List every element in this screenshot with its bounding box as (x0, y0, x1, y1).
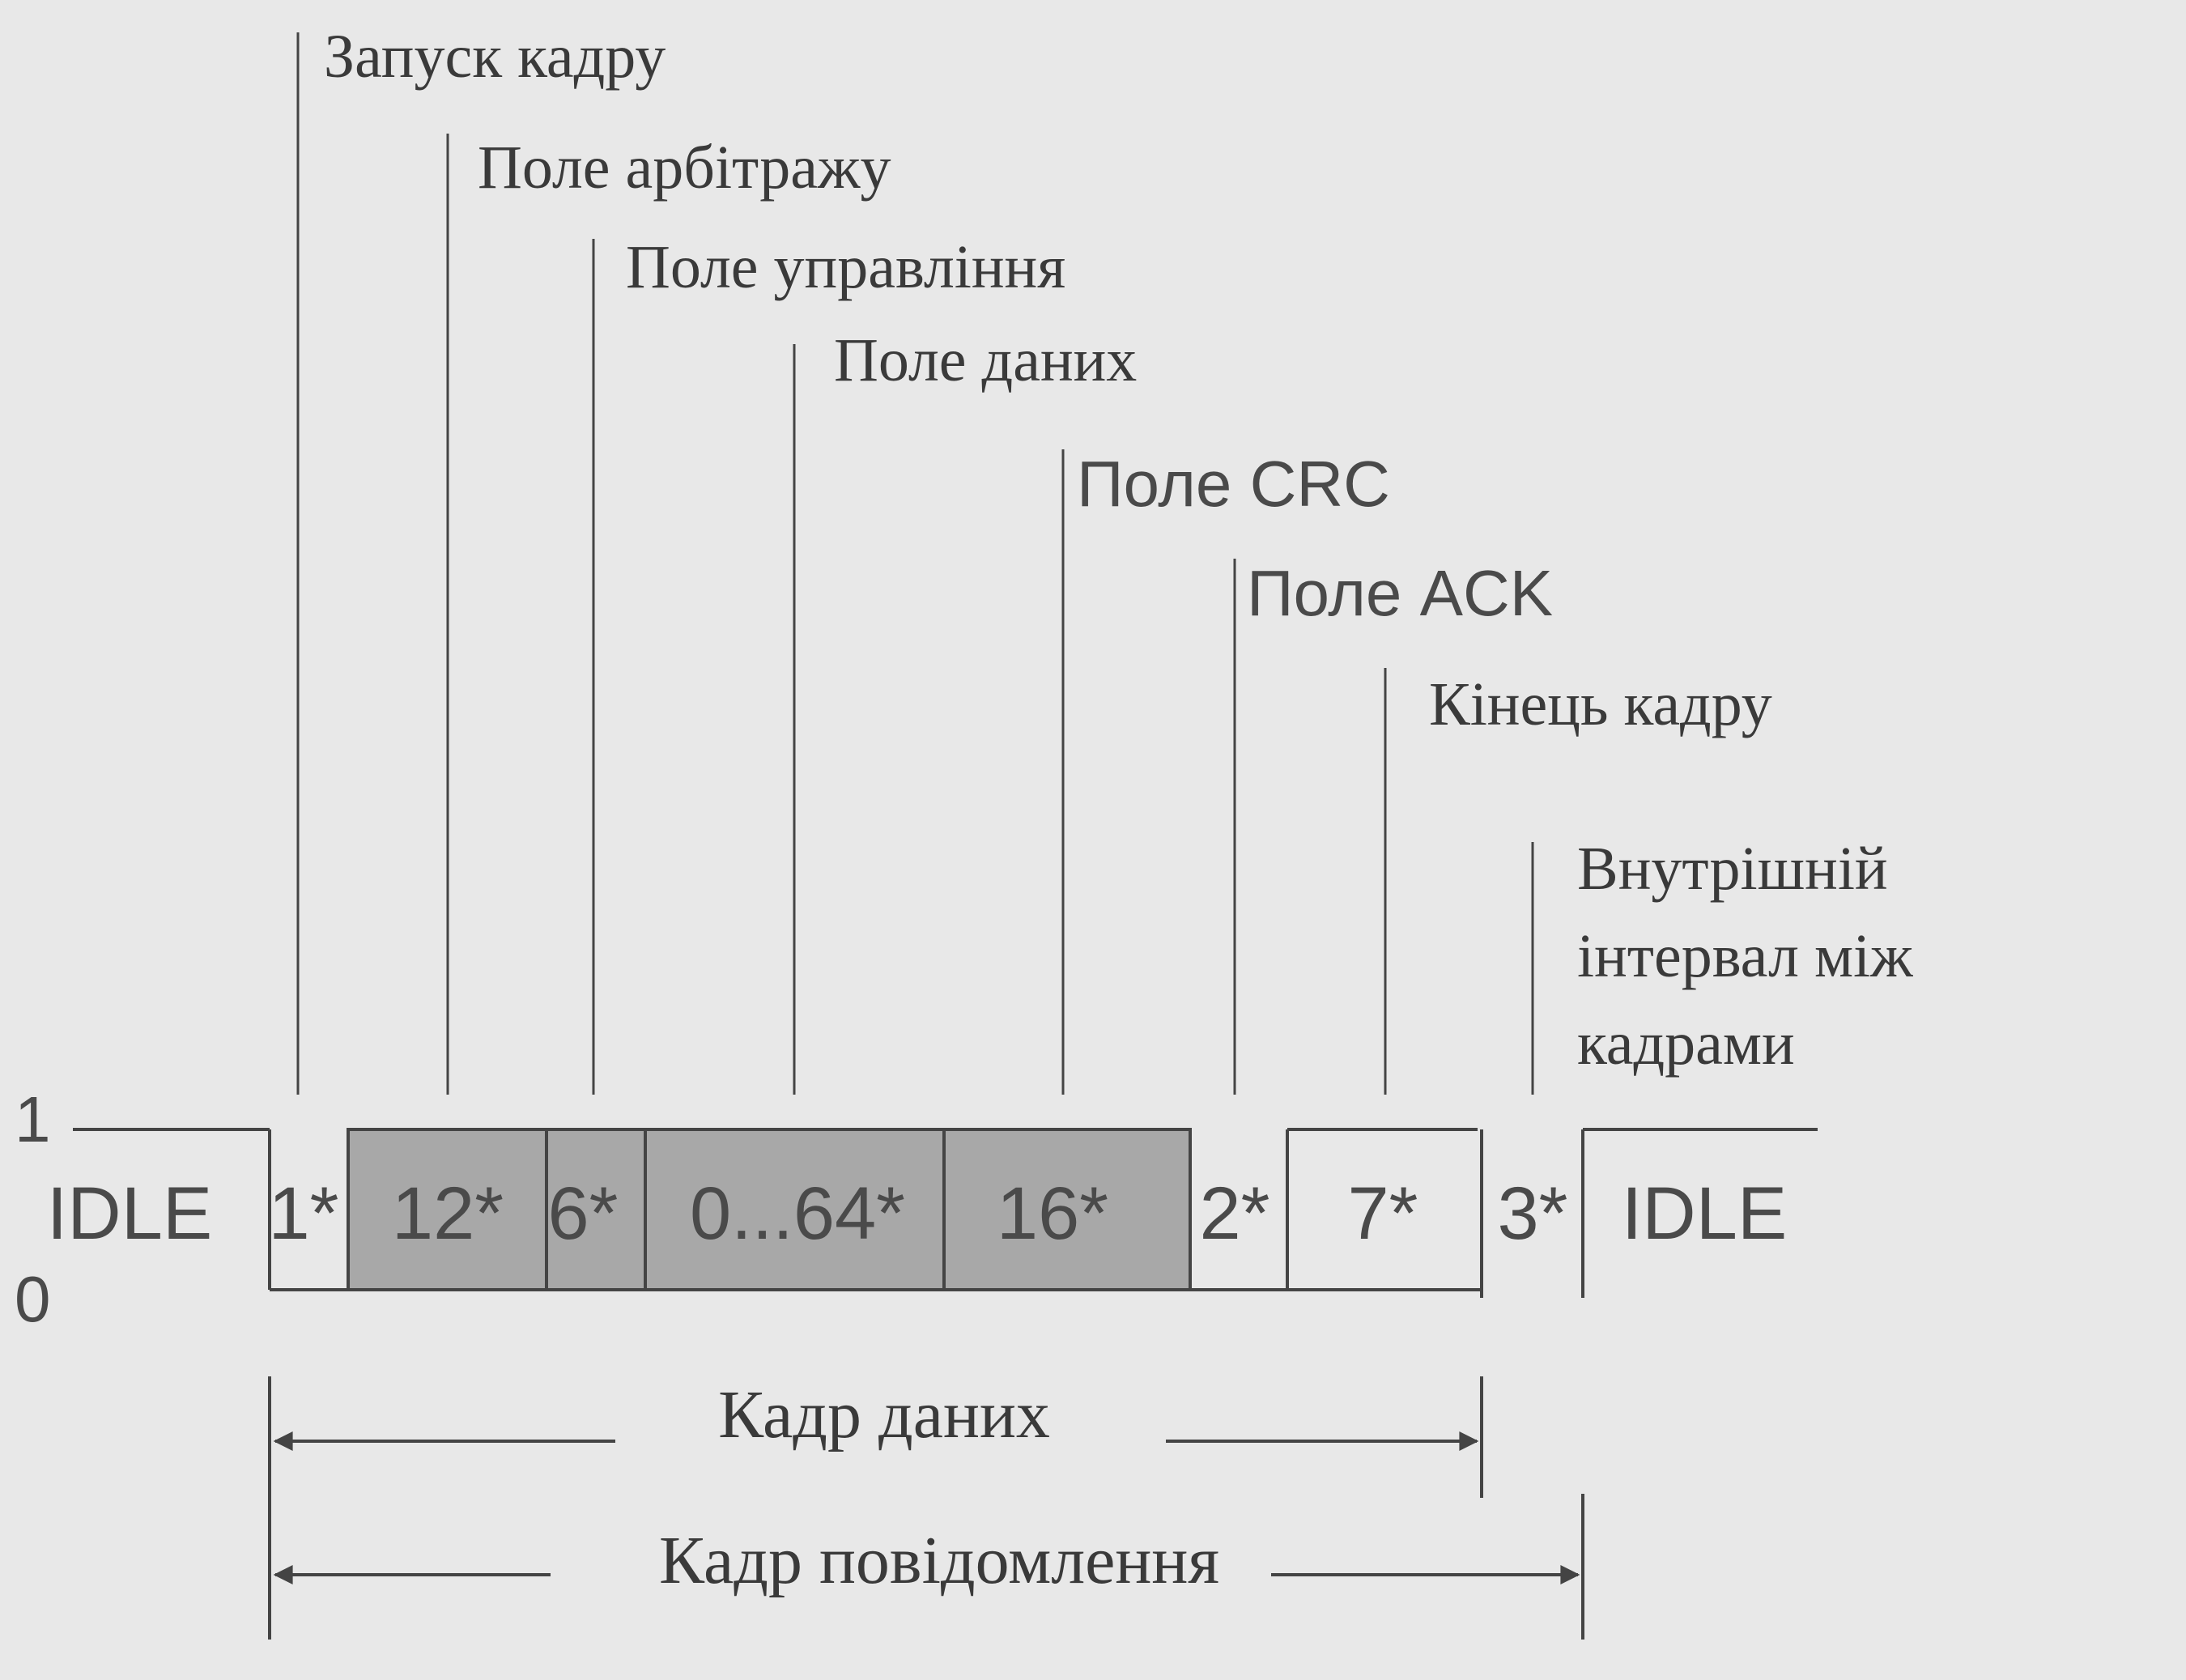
segment-label-10: IDLE (1622, 1172, 1788, 1255)
span-label-1: Кадр даних (718, 1377, 1050, 1452)
signal-waveform (73, 1128, 1818, 1298)
segment-label-3: 12* (392, 1172, 504, 1255)
segment-label-7: 2* (1200, 1172, 1270, 1255)
field-label-line: Внутрішній (1577, 835, 1888, 903)
field-label-8: Внутрішній інтервал між кадрами (1577, 835, 1913, 1078)
shaded-block-4 (942, 1128, 1192, 1291)
segment-label-8: 7* (1348, 1172, 1418, 1255)
label-leader-lines (296, 32, 1534, 1095)
segment-label-1: IDLE (47, 1172, 213, 1255)
field-label-1: Запуск кадру (324, 23, 666, 91)
field-label-2: Поле арбітражу (478, 134, 891, 202)
field-label-3: Поле управління (626, 233, 1065, 301)
axis-low-label: 0 (15, 1263, 51, 1335)
axis-high-label: 1 (15, 1083, 51, 1155)
field-label-7: Кінець кадру (1429, 670, 1772, 738)
span-label-2: Кадр повідомлення (659, 1523, 1219, 1598)
segment-label-6: 16* (997, 1172, 1108, 1255)
segment-label-2: 1* (269, 1172, 339, 1255)
segment-label-4: 6* (548, 1172, 619, 1255)
field-label-6: Поле ACK (1247, 557, 1553, 629)
field-label-line: кадрами (1577, 1010, 1795, 1078)
field-label-4: Поле даних (834, 326, 1137, 394)
segment-label-9: 3* (1498, 1172, 1568, 1255)
signal-axis: 10 (15, 1083, 51, 1335)
shaded-block-1 (347, 1128, 548, 1291)
field-label-line: інтервал між (1577, 922, 1913, 990)
frame-segments: IDLE 1* 12* 6* 0...64* 16* 2* 7* 3* IDLE (47, 1172, 1788, 1255)
segment-label-5: 0...64* (690, 1172, 905, 1255)
field-label-5: Поле CRC (1077, 448, 1390, 520)
